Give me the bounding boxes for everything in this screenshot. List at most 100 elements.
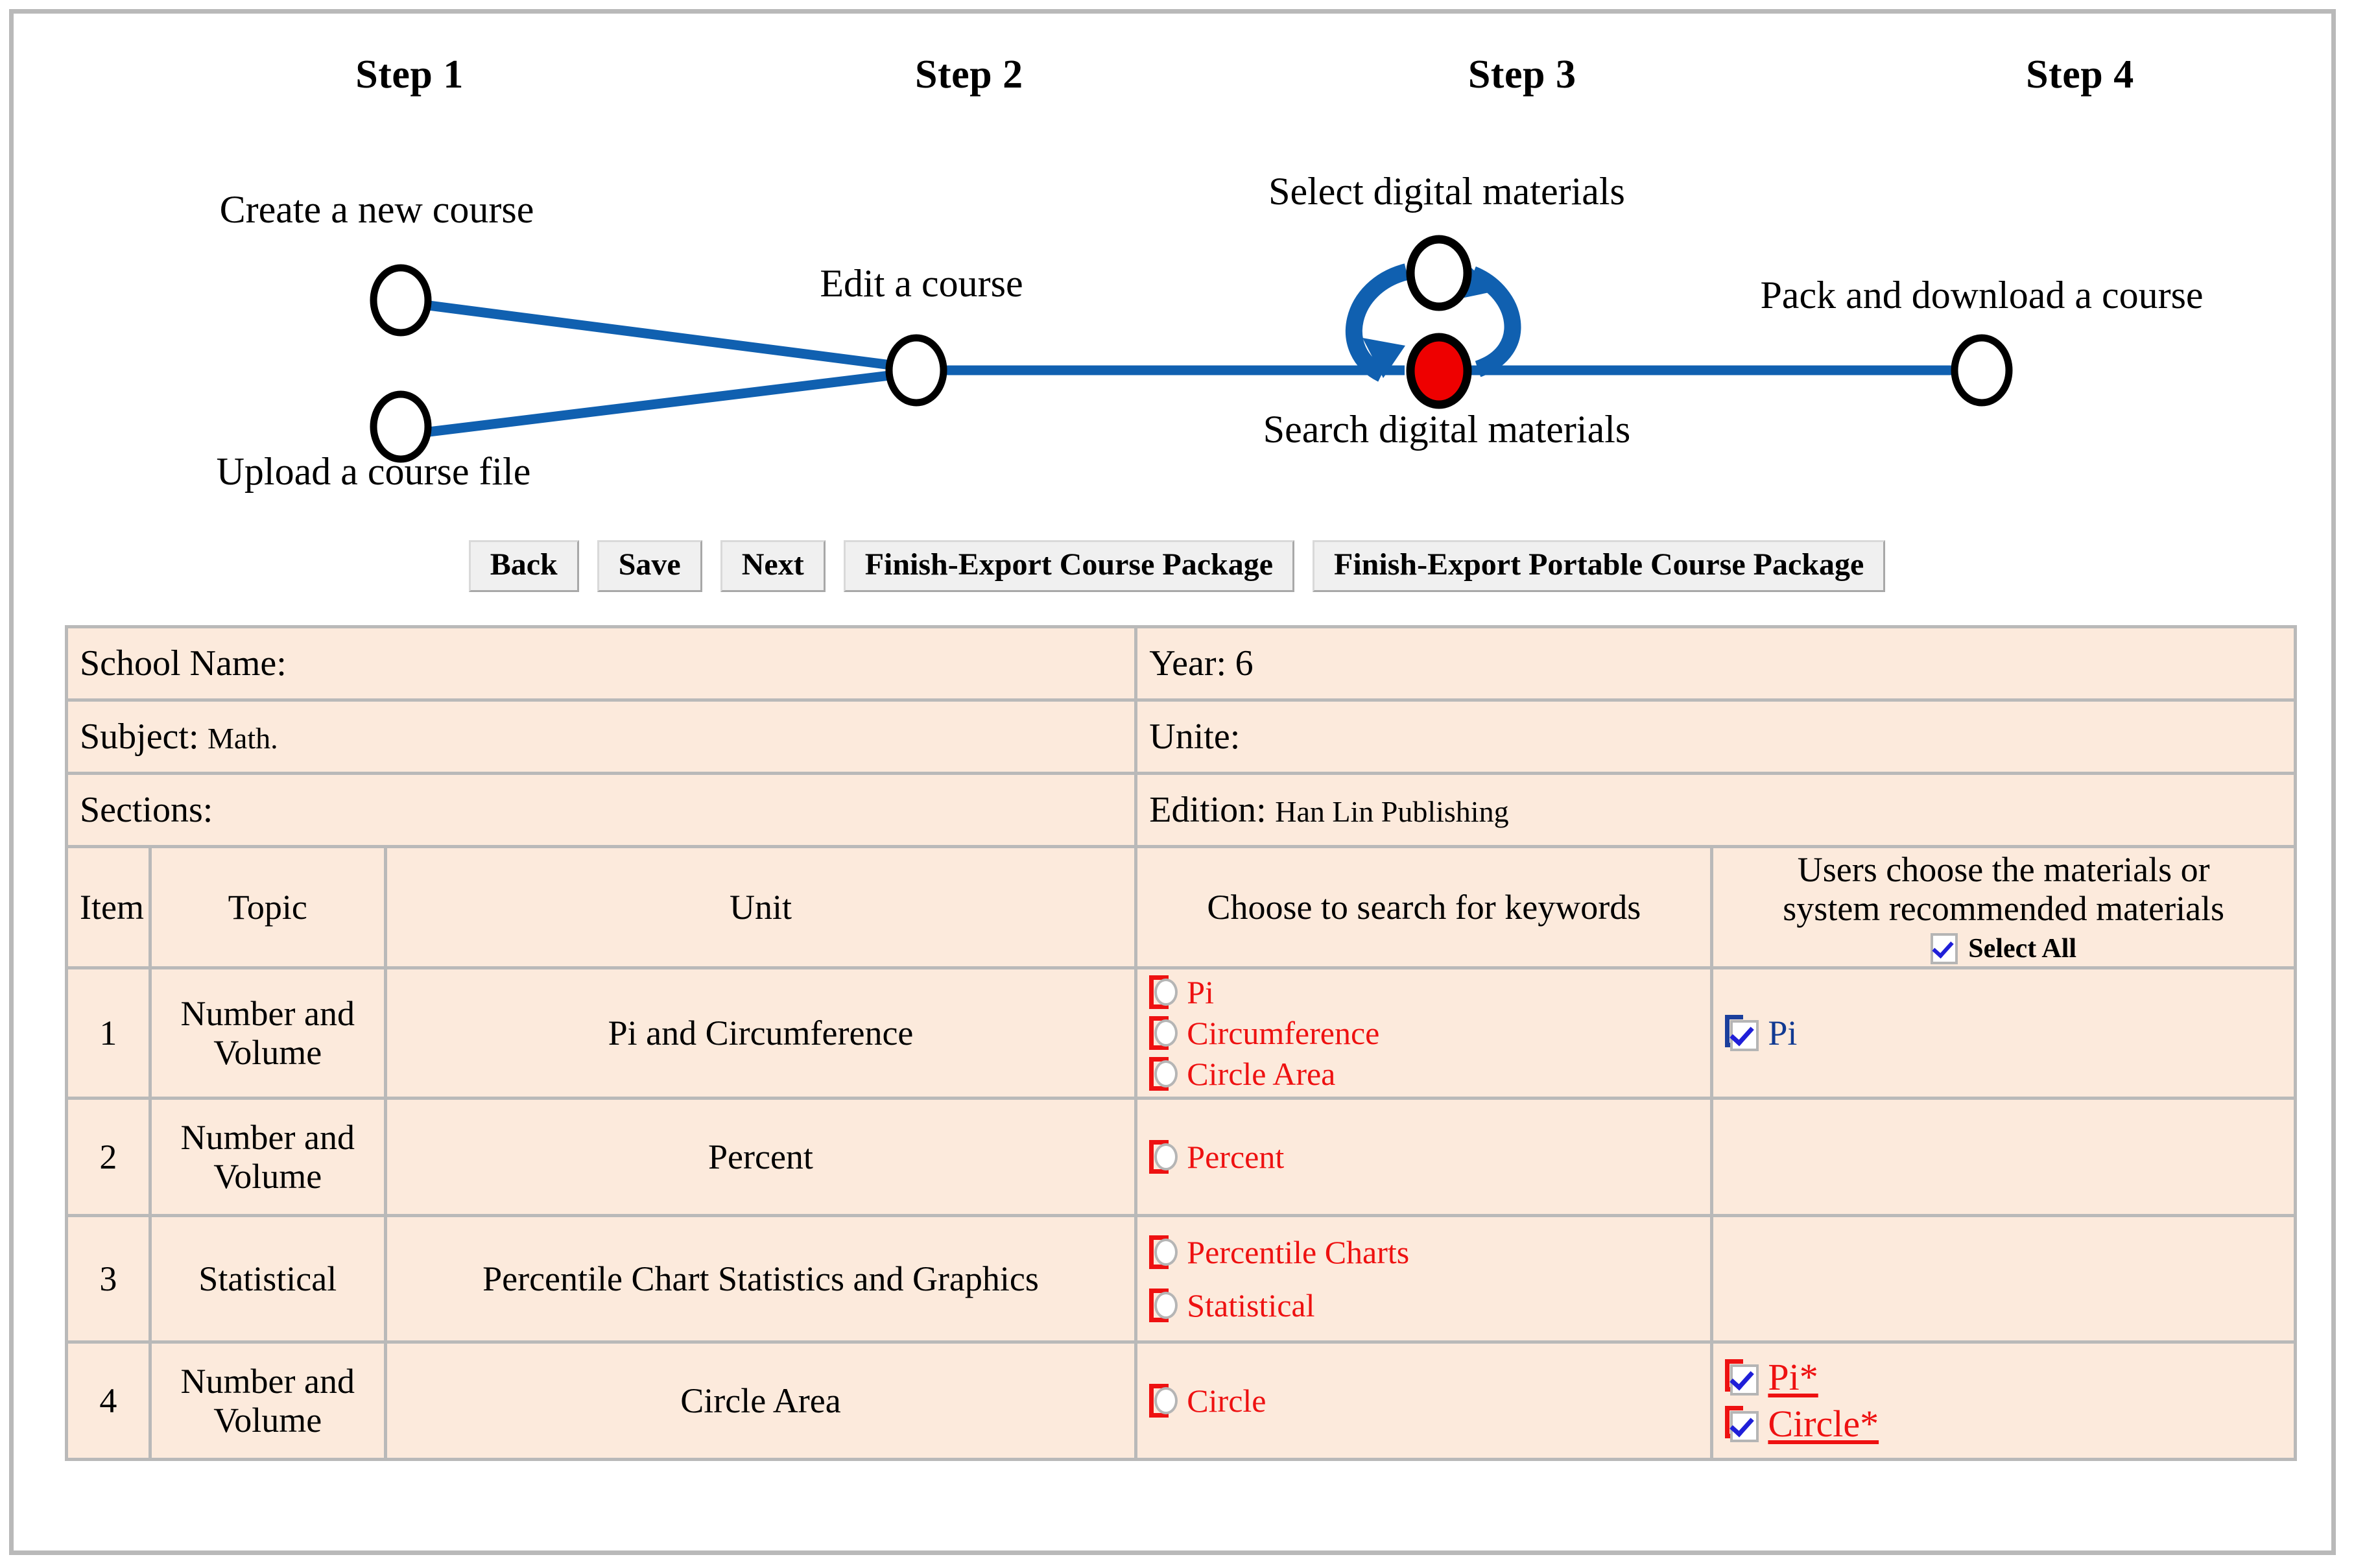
- selected-material-checkbox-icon[interactable]: [1725, 1015, 1759, 1051]
- edge-create-to-edit: [428, 300, 922, 374]
- row-selected-cell: [1713, 1217, 2294, 1340]
- row-unit: Circle Area: [386, 1344, 1135, 1458]
- keyword-checkbox-icon[interactable]: [1149, 1235, 1178, 1269]
- row-selected-cell: Pi: [1713, 969, 2294, 1097]
- export-course-button[interactable]: Finish-Export Course Package: [843, 540, 1295, 593]
- keyword-option[interactable]: Pi: [1149, 974, 1698, 1010]
- keyword-label: Statistical: [1187, 1287, 1315, 1324]
- row-keywords-cell: Circle: [1137, 1344, 1711, 1458]
- keyword-option[interactable]: Circle Area: [1149, 1056, 1698, 1092]
- row-topic: Number and Volume: [151, 1344, 384, 1458]
- row-topic: Number and Volume: [151, 969, 384, 1097]
- selected-material-checkbox-icon[interactable]: [1725, 1405, 1759, 1442]
- selected-material-checkbox-icon[interactable]: [1725, 1359, 1759, 1396]
- export-portable-button[interactable]: Finish-Export Portable Course Package: [1313, 540, 1886, 593]
- step-heading-4: Step 4: [2026, 53, 2134, 97]
- edge-upload-to-edit: [428, 366, 922, 437]
- arrowhead-down: [1362, 338, 1405, 378]
- keyword-option[interactable]: Percentile Charts: [1149, 1234, 1698, 1270]
- row-unit: Percentile Chart Statistics and Graphics: [386, 1217, 1135, 1340]
- keyword-label: Percentile Charts: [1187, 1234, 1410, 1270]
- sections-label: Sections:: [80, 789, 213, 830]
- arrow-select-to-search-arc: [1345, 263, 1409, 382]
- subject-label: Subject:: [80, 716, 199, 757]
- selected-material-option[interactable]: Pi: [1725, 1014, 2282, 1052]
- unite-cell[interactable]: Unite:: [1137, 702, 2294, 772]
- action-button-bar: Back Save Next Finish-Export Course Package…: [14, 540, 2340, 593]
- selected-material-option[interactable]: Pi*: [1725, 1355, 2282, 1399]
- keyword-option[interactable]: Percent: [1149, 1139, 1698, 1175]
- row-item-number: 3: [68, 1217, 149, 1340]
- save-button[interactable]: Save: [597, 540, 702, 593]
- row-unit: Pi and Circumference: [386, 969, 1135, 1097]
- node-search-materials-active[interactable]: [1406, 333, 1472, 409]
- keyword-label: Circumference: [1187, 1015, 1380, 1051]
- node-select-materials[interactable]: [1406, 235, 1472, 311]
- subject-value: Math.: [208, 721, 278, 755]
- keyword-option[interactable]: Statistical: [1149, 1287, 1698, 1324]
- table-header-row: Item Topic Unit Choose to search for key…: [68, 848, 2294, 966]
- keyword-option[interactable]: Circle: [1149, 1383, 1698, 1419]
- select-all-control[interactable]: Select All: [1725, 933, 2282, 965]
- keyword-checkbox-icon[interactable]: [1149, 975, 1178, 1009]
- node-edit-course[interactable]: [885, 334, 947, 407]
- keyword-checkbox-icon[interactable]: [1149, 1016, 1178, 1050]
- subject-cell[interactable]: Subject: Math.: [68, 702, 1135, 772]
- arrow-search-to-select-arc: [1469, 266, 1521, 377]
- flow-label-search-material: Search digital materials: [1263, 408, 1631, 451]
- selected-material-label: Pi: [1768, 1013, 1798, 1052]
- flow-label-edit-course: Edit a course: [820, 262, 1023, 305]
- meta-row-school-year: School Name: Year: 6: [68, 628, 2294, 698]
- row-selected-cell: [1713, 1100, 2294, 1214]
- meta-row-sections-edition: Sections: Edition: Han Lin Publishing: [68, 775, 2294, 845]
- next-button[interactable]: Next: [720, 540, 826, 593]
- node-upload-course[interactable]: [370, 390, 432, 463]
- edition-value: Han Lin Publishing: [1275, 794, 1509, 828]
- step-heading-2: Step 2: [914, 53, 1023, 97]
- selection-header-line1: Users choose the materials or: [1797, 849, 2210, 889]
- node-create-course[interactable]: [370, 264, 432, 337]
- edition-label: Edition:: [1149, 789, 1266, 830]
- year-value: 6: [1235, 643, 1254, 683]
- keyword-checkbox-icon[interactable]: [1149, 1289, 1178, 1322]
- select-all-checkbox-icon[interactable]: [1931, 933, 1959, 965]
- col-header-keywords: Choose to search for keywords: [1137, 848, 1711, 966]
- step-heading-1: Step 1: [355, 53, 464, 97]
- node-pack-download[interactable]: [1951, 334, 2013, 407]
- selection-header-line2: system recommended materials: [1783, 889, 2225, 928]
- selected-material-label[interactable]: Circle*: [1768, 1402, 1879, 1445]
- row-topic: Statistical: [151, 1217, 384, 1340]
- school-name-cell[interactable]: School Name:: [68, 628, 1135, 698]
- back-button[interactable]: Back: [468, 540, 579, 593]
- keyword-checkbox-icon[interactable]: [1149, 1140, 1178, 1174]
- selected-material-label[interactable]: Pi*: [1768, 1355, 1818, 1398]
- meta-row-subject-unite: Subject: Math. Unite:: [68, 702, 2294, 772]
- year-cell[interactable]: Year: 6: [1137, 628, 2294, 698]
- flow-label-pack-download: Pack and download a course: [1760, 274, 2204, 316]
- row-item-number: 4: [68, 1344, 149, 1458]
- flow-label-select-material: Select digital materials: [1268, 170, 1625, 213]
- keyword-checkbox-icon[interactable]: [1149, 1384, 1178, 1418]
- keyword-label: Percent: [1187, 1139, 1285, 1175]
- keyword-label: Circle Area: [1187, 1056, 1336, 1092]
- row-item-number: 1: [68, 969, 149, 1097]
- col-header-selection: Users choose the materials or system rec…: [1713, 848, 2294, 966]
- keyword-label: Circle: [1187, 1383, 1266, 1419]
- row-item-number: 2: [68, 1100, 149, 1214]
- keyword-option[interactable]: Circumference: [1149, 1015, 1698, 1051]
- flow-label-upload-course: Upload a course file: [216, 450, 531, 493]
- cycle-arrows: [1345, 263, 1521, 382]
- selected-material-option[interactable]: Circle*: [1725, 1403, 2282, 1445]
- sections-cell[interactable]: Sections:: [68, 775, 1135, 845]
- step-heading-3: Step 3: [1468, 53, 1576, 97]
- page-frame: Step 1 Step 2 Step 3 Step 4: [9, 9, 2336, 1555]
- keyword-checkbox-icon[interactable]: [1149, 1057, 1178, 1091]
- edition-cell[interactable]: Edition: Han Lin Publishing: [1137, 775, 2294, 845]
- row-unit: Percent: [386, 1100, 1135, 1214]
- select-all-label: Select All: [1968, 933, 2077, 964]
